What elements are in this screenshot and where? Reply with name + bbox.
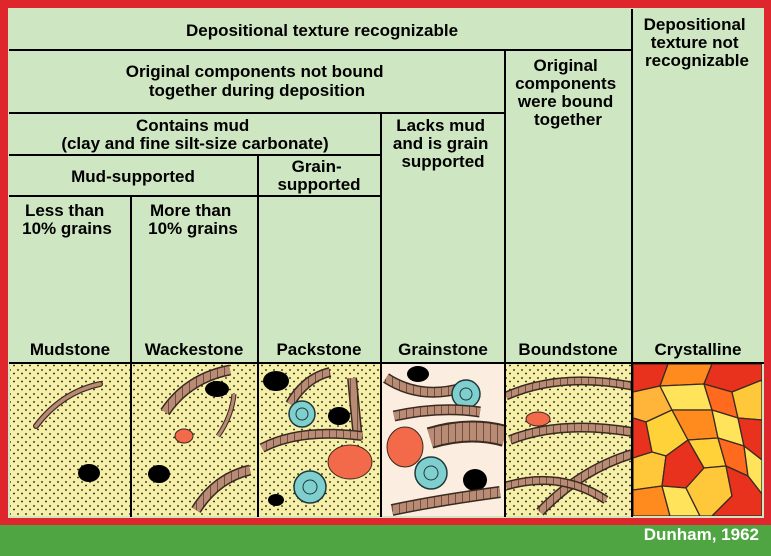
header-mud-supported: Mud-supported [71, 167, 195, 186]
grainstone-illustration [382, 364, 505, 516]
mudstone-illustration [10, 364, 131, 516]
header-not-recognizable: Depositional texture not recognizable [644, 15, 751, 70]
header-not-bound: Original components not bound together d… [126, 62, 389, 100]
label-crystalline: Crystalline [655, 340, 742, 359]
header-contains-mud: Contains mud (clay and fine silt-size ca… [61, 116, 328, 153]
crystalline-illustration [633, 364, 762, 516]
label-boundstone: Boundstone [518, 340, 617, 359]
header-less-than: Less than 10% grains [22, 201, 112, 238]
header-depositional-recognizable: Depositional texture recognizable [186, 21, 458, 40]
header-more-than: More than 10% grains [148, 201, 238, 238]
header-lacks-mud: Lacks mud and is grain supported [393, 116, 493, 171]
label-wackestone: Wackestone [145, 340, 244, 359]
boundstone-illustration [506, 364, 632, 516]
wackestone-illustration [132, 364, 258, 516]
header-grain-supported: Grain- supported [277, 157, 360, 194]
label-packstone: Packstone [276, 340, 361, 359]
credit-text: Dunham, 1962 [643, 525, 759, 544]
label-mudstone: Mudstone [30, 340, 110, 359]
label-grainstone: Grainstone [398, 340, 488, 359]
header-bound: Original components were bound together [515, 56, 621, 129]
packstone-illustration [259, 364, 381, 516]
